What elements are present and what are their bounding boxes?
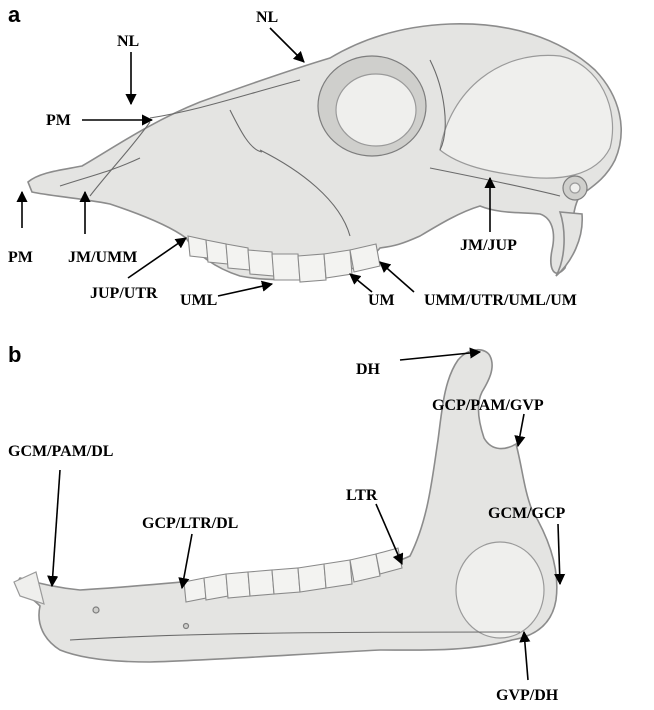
label-umm-utr-uml-um: UMM/UTR/UML/UM [424, 292, 577, 309]
label-jm-umm: JM/UMM [68, 249, 137, 266]
label-uml: UML [180, 292, 217, 309]
arrow-gvp-dh [524, 632, 528, 680]
masseteric-fossa [456, 542, 544, 638]
mental-foramen [184, 624, 189, 629]
upper-tooth [226, 244, 250, 270]
upper-tooth [298, 254, 326, 282]
upper-tooth [188, 236, 208, 258]
arrow-umm-utr-uml-um [380, 262, 414, 292]
panel-letter-a: a [8, 2, 21, 27]
panel-a: a [8, 2, 621, 309]
label-gcp-ltr-dl: GCP/LTR/DL [142, 515, 238, 532]
incisors [14, 572, 44, 604]
label-gvp-dh: GVP/DH [496, 687, 559, 704]
arrow-gcp-pam-gvp [518, 414, 524, 446]
label-gcm-pam-dl: GCM/PAM/DL [8, 443, 113, 460]
lower-tooth [204, 574, 228, 600]
label-ltr: LTR [346, 487, 378, 504]
arrow-um [350, 274, 372, 292]
label-nl-top: NL [256, 9, 278, 26]
label-um: UM [368, 292, 395, 309]
label-jup-utr: JUP/UTR [90, 285, 158, 302]
arrow-gcp-ltr-dl [182, 534, 192, 588]
orbit-inner [336, 74, 416, 146]
upper-tooth [272, 254, 300, 280]
arrow-gcm-gcp [558, 524, 560, 584]
label-jm-jup: JM/JUP [460, 237, 517, 254]
label-gcm-gcp: GCM/GCP [488, 505, 566, 522]
label-pm-lower: PM [8, 249, 33, 266]
lower-tooth [324, 560, 352, 588]
auditory-meatus [570, 183, 580, 193]
lower-tooth [248, 570, 274, 596]
label-nl-left: NL [117, 33, 139, 50]
skull-drawing [28, 24, 621, 282]
label-gcp-pam-gvp: GCP/PAM/GVP [432, 397, 544, 414]
panel-letter-b: b [8, 342, 21, 367]
panel-b: b [8, 342, 566, 704]
label-pm-upper: PM [46, 112, 71, 129]
arrow-nl-top [270, 28, 304, 62]
lower-tooth [272, 568, 300, 594]
upper-tooth [248, 250, 274, 276]
arrow-gcm-pam-dl [52, 470, 60, 586]
mental-foramen [93, 607, 99, 613]
upper-tooth [206, 240, 228, 264]
label-dh: DH [356, 361, 381, 378]
upper-tooth [324, 250, 352, 278]
lower-tooth [184, 578, 206, 602]
lower-tooth [226, 572, 250, 598]
lower-tooth [298, 564, 326, 592]
arrow-uml [218, 284, 272, 296]
